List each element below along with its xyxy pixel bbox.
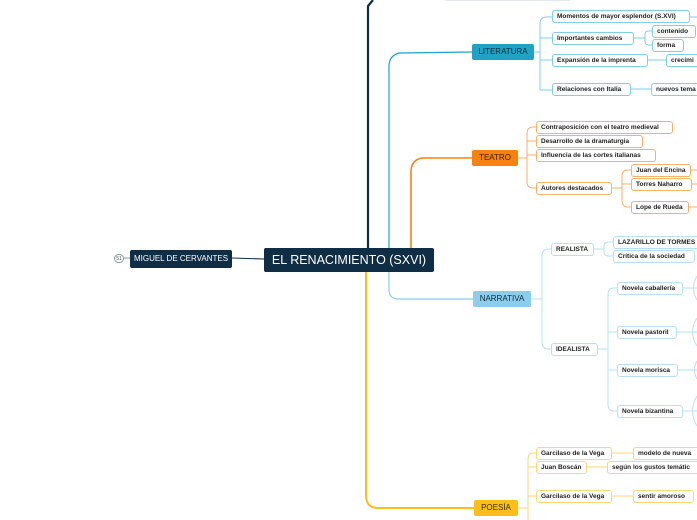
topic-expansion-imprenta[interactable]: Expansión de la imprenta [552,54,648,67]
topic-idealista[interactable]: IDEALISTA [551,343,598,356]
topic-importantes-cambios[interactable]: Importantes cambios [552,32,634,45]
topic-juan-boscan[interactable]: Juan Boscán [536,461,587,474]
root-topic[interactable]: EL RENACIMIENTO (SXVI) [264,248,434,272]
topic-forma[interactable]: forma [652,39,684,52]
topic-nuevos-temas[interactable]: nuevos tema [651,83,697,96]
topic-novela-morisca[interactable]: Novela morisca [617,364,678,377]
topic-contraposicion-teatro[interactable]: Contraposición con el teatro medieval [536,121,673,134]
topic-relaciones-italia[interactable]: Relaciones con Italia [552,83,631,96]
topic-novela-bizantina[interactable]: Novela bizantina [617,405,683,418]
topic-garcilaso-2[interactable]: Garcilaso de la Vega [536,490,612,503]
topic-contenido[interactable]: contenido [652,25,696,38]
topic-momentos-esplendor[interactable]: Momentos de mayor esplendor (S.XVI) [552,10,690,23]
branch-teatro[interactable]: TEATRO [472,150,518,166]
branch-poesia[interactable]: POESÍA [474,500,518,516]
topic-lope-de-rueda[interactable]: Lope de Rueda [631,201,689,214]
topic-modelo-nueva[interactable]: modelo de nueva [633,447,697,460]
collapse-count-badge[interactable]: 51 [114,254,124,263]
topic-torres-naharro[interactable]: Torres Naharro [631,178,692,191]
topic-garcilaso-1[interactable]: Garcilaso de la Vega [536,447,612,460]
branch-narrativa[interactable]: NARRATIVA [473,291,531,307]
topic-autores-destacados[interactable]: Autores destacados [536,182,612,195]
side-topic-cervantes[interactable]: MIGUEL DE CERVANTES [130,250,232,268]
topic-lazarillo[interactable]: LAZARILLO DE TORMES [613,236,697,249]
topic-novela-pastoril[interactable]: Novela pastoril [617,326,677,339]
topic-novela-caballeria[interactable]: Novela caballería [617,282,683,295]
topic-desarrollo-dramaturgia[interactable]: Desarrollo de la dramaturgia [536,135,643,148]
topic-gustos-tematicos[interactable]: según los gustos temátic [607,461,697,474]
topic-juan-del-encina[interactable]: Juan del Encina [631,164,691,177]
topic-influencia-cortes[interactable]: Influencia de las cortes italianas [536,149,656,162]
topic-sentir-amoroso[interactable]: sentir amoroso [633,490,694,503]
topic-critica-sociedad[interactable]: Crítica de la sociedad [613,250,695,263]
topic-realista[interactable]: REALISTA [551,243,594,256]
topic-crecimiento[interactable]: crecimi [666,54,697,67]
branch-literatura[interactable]: LITERATURA [472,44,534,60]
